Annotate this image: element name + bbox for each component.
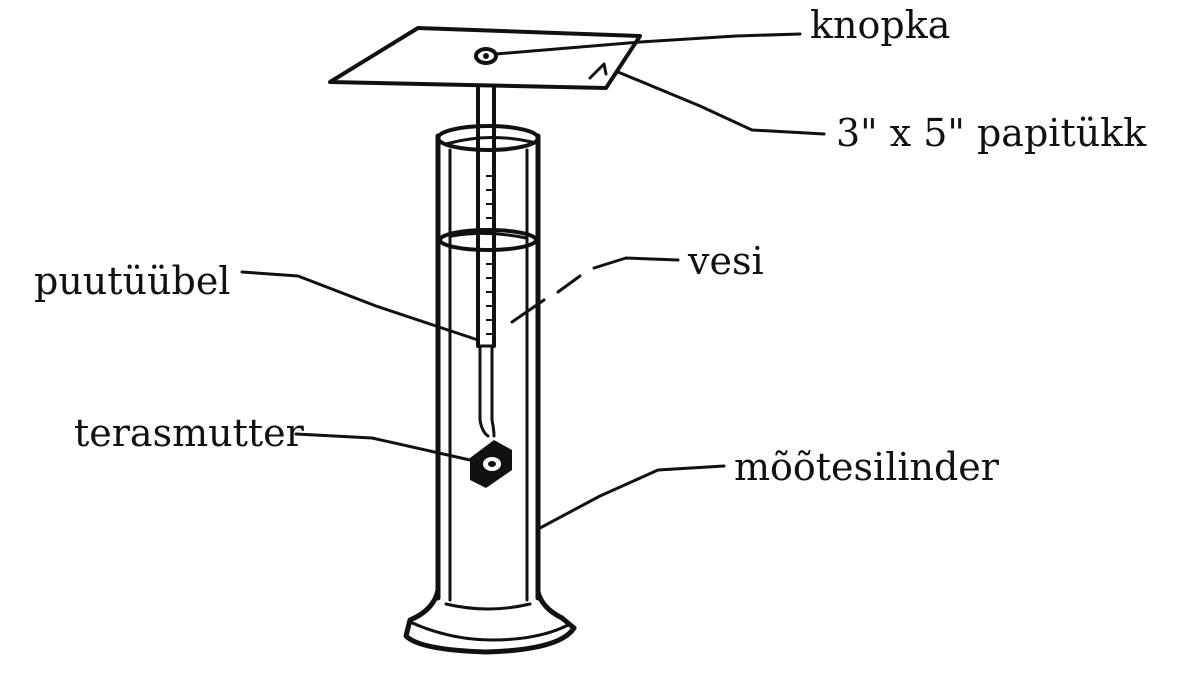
leader-vesi-1 [510, 298, 546, 324]
steel-nut [470, 440, 512, 488]
leader-knopka [494, 32, 802, 56]
leader-mootesilinder [538, 464, 726, 530]
thumbtack [474, 47, 498, 65]
label-water: vesi [688, 239, 764, 283]
leader-terasmutter [294, 432, 472, 462]
leader-paper [616, 70, 826, 136]
dowel [476, 86, 496, 438]
label-thumbtack: knopka [810, 3, 951, 47]
label-dowel: puutüübel [34, 259, 231, 303]
leader-vesi-3 [592, 256, 680, 270]
leader-puutuubel [240, 270, 480, 342]
label-steel-nut: terasmutter [74, 411, 304, 455]
paper-card [328, 26, 642, 90]
label-paper-card: 3" x 5" papitükk [836, 111, 1147, 155]
label-graduated-cylinder: mõõtesilinder [734, 445, 999, 489]
leader-lines [240, 32, 826, 530]
leader-vesi-2 [556, 274, 582, 294]
graduated-cylinder [403, 124, 577, 655]
